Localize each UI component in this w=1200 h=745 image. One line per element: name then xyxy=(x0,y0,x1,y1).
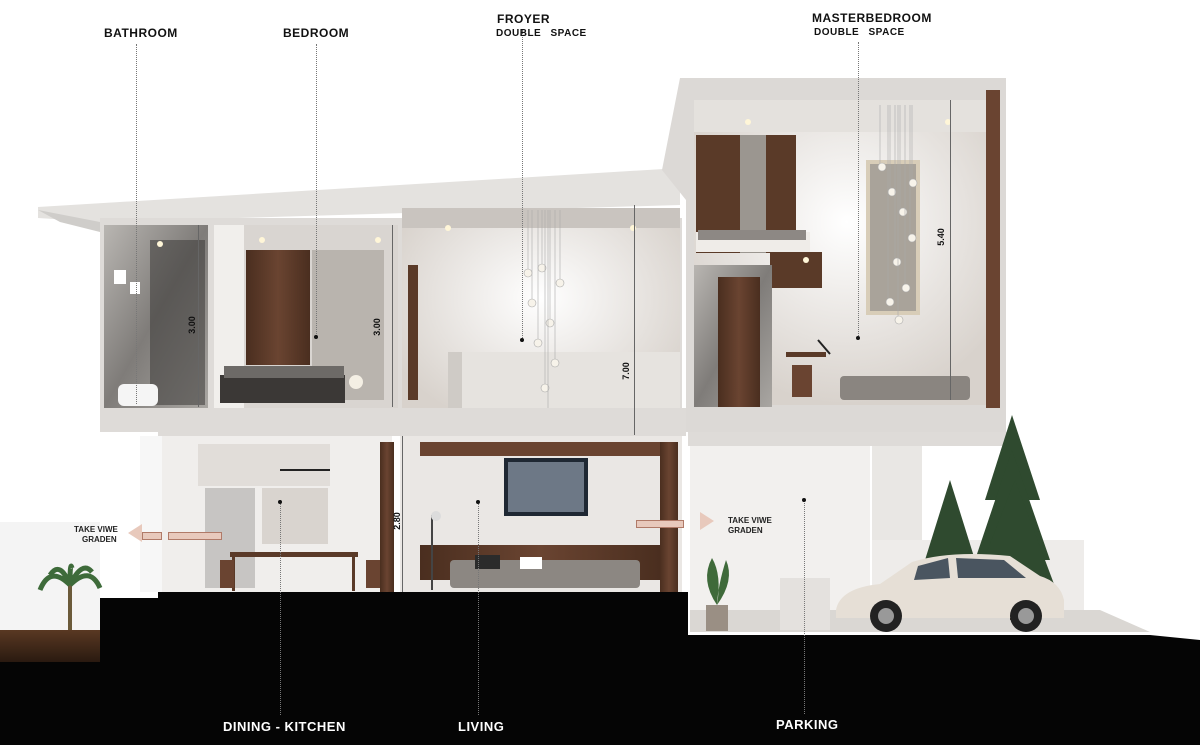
ground-height-dim: 2.80 xyxy=(391,512,402,530)
ground xyxy=(0,522,1200,745)
left-glass-wall xyxy=(140,436,162,592)
palm-plant xyxy=(37,563,103,630)
car xyxy=(836,554,1064,632)
left-view-note: TAKE VIWE GRADEN xyxy=(74,525,118,545)
bath-dim-line xyxy=(198,225,199,407)
master-bedroom-label: MASTERBEDROOM xyxy=(812,11,932,25)
master-dim-line xyxy=(950,100,951,400)
bathroom-height-dim: 3.00 xyxy=(186,316,197,334)
living-room xyxy=(400,436,682,592)
foyer-leader xyxy=(522,30,523,342)
right-view-line1: TAKE VIWE xyxy=(728,516,772,525)
bedroom-leader xyxy=(316,44,317,336)
left-view-line2: GRADEN xyxy=(82,535,117,544)
master-height-dim: 5.40 xyxy=(935,228,946,246)
living-label: LIVING xyxy=(458,719,505,734)
right-view-line2: GRADEN xyxy=(728,526,763,535)
bedroom-marker xyxy=(314,335,318,339)
dining-marker xyxy=(278,500,282,504)
bathroom-room xyxy=(104,225,208,408)
foyer-label: FROYER xyxy=(497,12,551,26)
foyer-room xyxy=(402,208,680,436)
bed-dim-line xyxy=(392,225,393,407)
floor-slab xyxy=(158,408,686,436)
left-view-line1: TAKE VIWE xyxy=(74,525,118,534)
bathroom-leader xyxy=(136,44,137,404)
foyer-sublabel: DOUBLE SPACE xyxy=(496,28,587,39)
dining-kitchen-room xyxy=(162,436,394,592)
dining-kitchen-label: DINING - KITCHEN xyxy=(223,719,346,734)
right-view-note: TAKE VIWE GRADEN xyxy=(728,516,772,536)
left-arrow-shaft xyxy=(168,532,222,540)
parking-label: PARKING xyxy=(776,717,839,732)
foyer-height-dim: 7.00 xyxy=(620,362,631,380)
left-arrow-head xyxy=(142,532,162,540)
living-marker xyxy=(476,500,480,504)
dining-leader xyxy=(280,500,281,715)
bedroom-label: BEDROOM xyxy=(283,26,350,40)
living-leader xyxy=(478,502,479,715)
right-view-arrow-icon xyxy=(700,512,714,530)
left-view-arrow-icon xyxy=(128,524,142,542)
right-block xyxy=(662,78,1006,432)
master-chandelier xyxy=(877,105,918,325)
master-marker xyxy=(856,336,860,340)
ground-dim-line xyxy=(402,436,403,592)
parking-leader xyxy=(804,500,805,714)
potted-plant xyxy=(706,558,729,631)
master-leader xyxy=(858,42,859,338)
bedroom-height-dim: 3.00 xyxy=(371,318,382,336)
foyer-dim-line xyxy=(634,205,635,435)
master-bedroom-sublabel: DOUBLE SPACE xyxy=(814,27,905,38)
parking-marker xyxy=(802,498,806,502)
bedroom-room xyxy=(214,225,398,408)
bathroom-label: BATHROOM xyxy=(104,26,178,40)
foyer-marker xyxy=(520,338,524,342)
right-arrow-shaft xyxy=(636,520,684,528)
soil xyxy=(0,628,100,662)
